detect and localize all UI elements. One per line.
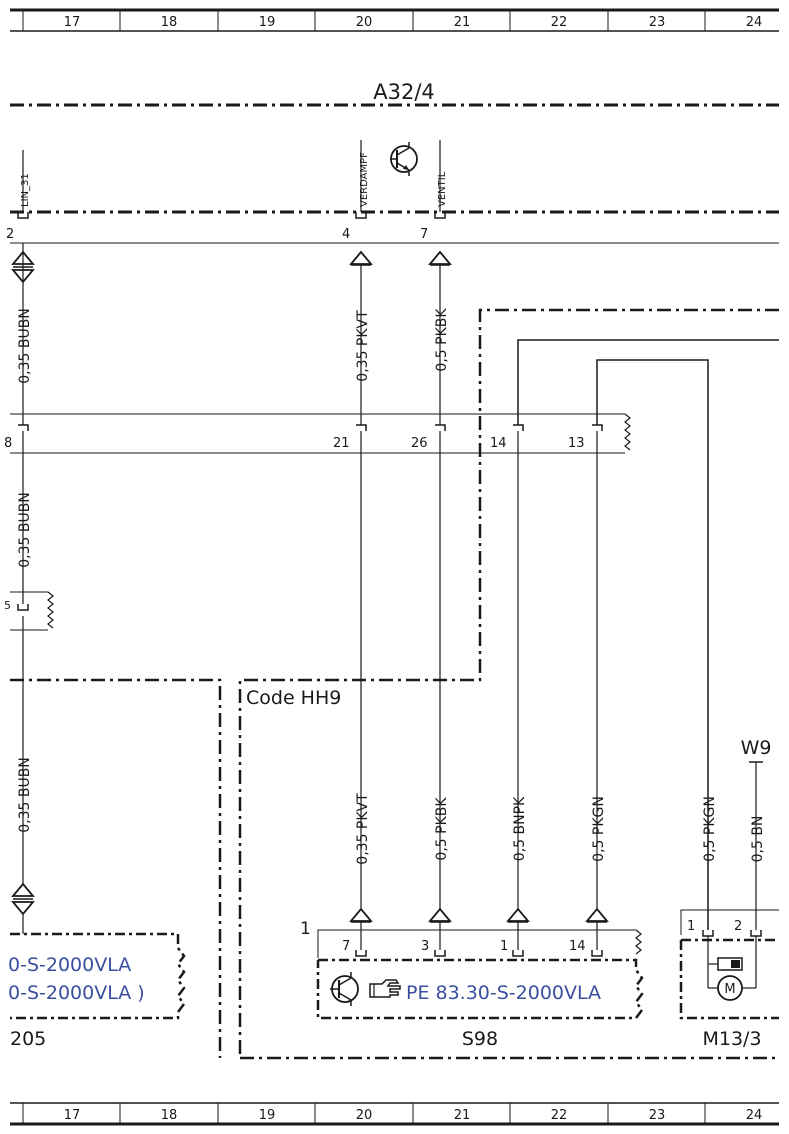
s98-pin-7: 7 — [342, 939, 350, 954]
grid-col-22: 22 — [551, 15, 568, 30]
component-a32-4: A32/4 — [10, 80, 779, 107]
m13-pin-2: 2 — [734, 919, 742, 934]
grid-col-22-bottom: 22 — [551, 1108, 568, 1123]
code-hh9-region: Code HH9 — [238, 308, 779, 1058]
grid-col-17: 17 — [64, 15, 81, 30]
m13-pin-1: 1 — [687, 919, 695, 934]
wire-label-bubn-3: 0,35 BUBN — [17, 757, 33, 833]
pin-mid-14: 14 — [490, 436, 507, 451]
arrows-top — [11, 243, 452, 290]
component-205-label: 205 — [10, 1028, 46, 1050]
wire-label-pkbk-2: 0,5 PKBK — [434, 797, 450, 861]
s98-pin-3: 3 — [421, 939, 429, 954]
wires-right-upper — [517, 339, 779, 930]
wire-label-pkbk-1: 0,5 PKBK — [434, 308, 450, 372]
s98-label: S98 — [462, 1028, 498, 1050]
code-hh9-label: Code HH9 — [246, 687, 341, 709]
connector-mid: 8 21 26 14 13 — [4, 413, 631, 454]
pin-label-lin31: LIN_31 — [20, 173, 31, 207]
grid-col-18: 18 — [161, 15, 178, 30]
grid-col-20: 20 — [356, 15, 373, 30]
s98-connector-number: 1 — [300, 919, 311, 939]
grid-col-20-bottom: 20 — [356, 1108, 373, 1123]
s98-pin-14: 14 — [569, 939, 586, 954]
pin-top-7: 7 — [420, 227, 428, 242]
pin-mid-13: 13 — [568, 436, 585, 451]
wires-lower-labels: 0,35 PKVT 0,5 PKBK 0,5 BNPK 0,5 PKGN 0,5… — [355, 793, 766, 865]
s98-pin-1: 1 — [500, 939, 508, 954]
wires-upper: 0,35 BUBN 0,35 PKVT 0,5 PKBK — [17, 265, 450, 425]
a32-4-label: A32/4 — [373, 80, 435, 104]
grid-ruler-bottom: 17 18 19 20 21 22 23 24 — [10, 1102, 779, 1126]
connector-top: LIN_31 VERDAMPF VENTIL 2 4 7 — [6, 140, 779, 244]
grid-col-23-bottom: 23 — [649, 1108, 666, 1123]
grid-col-19: 19 — [259, 15, 276, 30]
connector-left-small: 5 — [4, 591, 54, 884]
wire-label-bubn-2: 0,35 BUBN — [17, 492, 33, 568]
grid-col-21-bottom: 21 — [454, 1108, 471, 1123]
component-s98: 1 7 3 1 14 PE 83.30-S-2000VLA S98 — [300, 907, 644, 1050]
component-w9: W9 — [741, 737, 772, 930]
grid-col-21: 21 — [454, 15, 471, 30]
grid-col-23: 23 — [649, 15, 666, 30]
s98-reference: PE 83.30-S-2000VLA — [406, 982, 601, 1004]
component-205-region: 205 0-S-2000VLA 0-S-2000VLA ) 0,35 BUBN — [8, 678, 222, 1058]
transistor-symbol-icon — [390, 142, 418, 176]
wire-label-pkgn-1: 0,5 PKGN — [591, 796, 607, 862]
pin-mid-26: 26 — [411, 436, 428, 451]
m13-3-label: M13/3 — [702, 1028, 761, 1050]
wire-label-bnpk: 0,5 BNPK — [512, 796, 528, 861]
pin-mid-21: 21 — [333, 436, 350, 451]
wire-label-pkvt-1: 0,35 PKVT — [355, 310, 371, 382]
pin-mid-partial: 8 — [4, 436, 12, 451]
grid-col-19-bottom: 19 — [259, 1108, 276, 1123]
pointing-hand-icon — [369, 979, 401, 998]
wire-label-bubn-1: 0,35 BUBN — [17, 308, 33, 384]
wires-mid: 0,35 BUBN — [17, 431, 598, 910]
wire-label-pkvt-2: 0,35 PKVT — [355, 793, 371, 865]
grid-col-17-bottom: 17 — [64, 1108, 81, 1123]
s98-transistor-icon — [330, 972, 359, 1006]
component-m13-3: 1 2 M M13/3 — [679, 909, 779, 1050]
wire-label-bn: 0,5 BN — [750, 816, 766, 863]
motor-symbol-label: M — [724, 982, 735, 997]
grid-col-24: 24 — [746, 15, 763, 30]
grid-col-24-bottom: 24 — [746, 1108, 763, 1123]
pin-top-4: 4 — [342, 227, 350, 242]
left-ref-2: 0-S-2000VLA ) — [8, 982, 145, 1004]
grid-col-18-bottom: 18 — [161, 1108, 178, 1123]
left-ref-1: 0-S-2000VLA — [8, 954, 131, 976]
wire-label-pkgn-2: 0,5 PKGN — [702, 796, 718, 862]
pin-left-small-partial: 5 — [4, 599, 11, 612]
w9-label: W9 — [741, 737, 772, 759]
pin-label-verdampf: VERDAMPF — [359, 152, 370, 207]
pin-top-partial: 2 — [6, 227, 14, 242]
grid-ruler-top: 17 18 19 20 21 22 23 24 — [10, 8, 779, 32]
pin-label-ventil: VENTIL — [437, 171, 448, 207]
motor-icon: M — [717, 975, 743, 1001]
